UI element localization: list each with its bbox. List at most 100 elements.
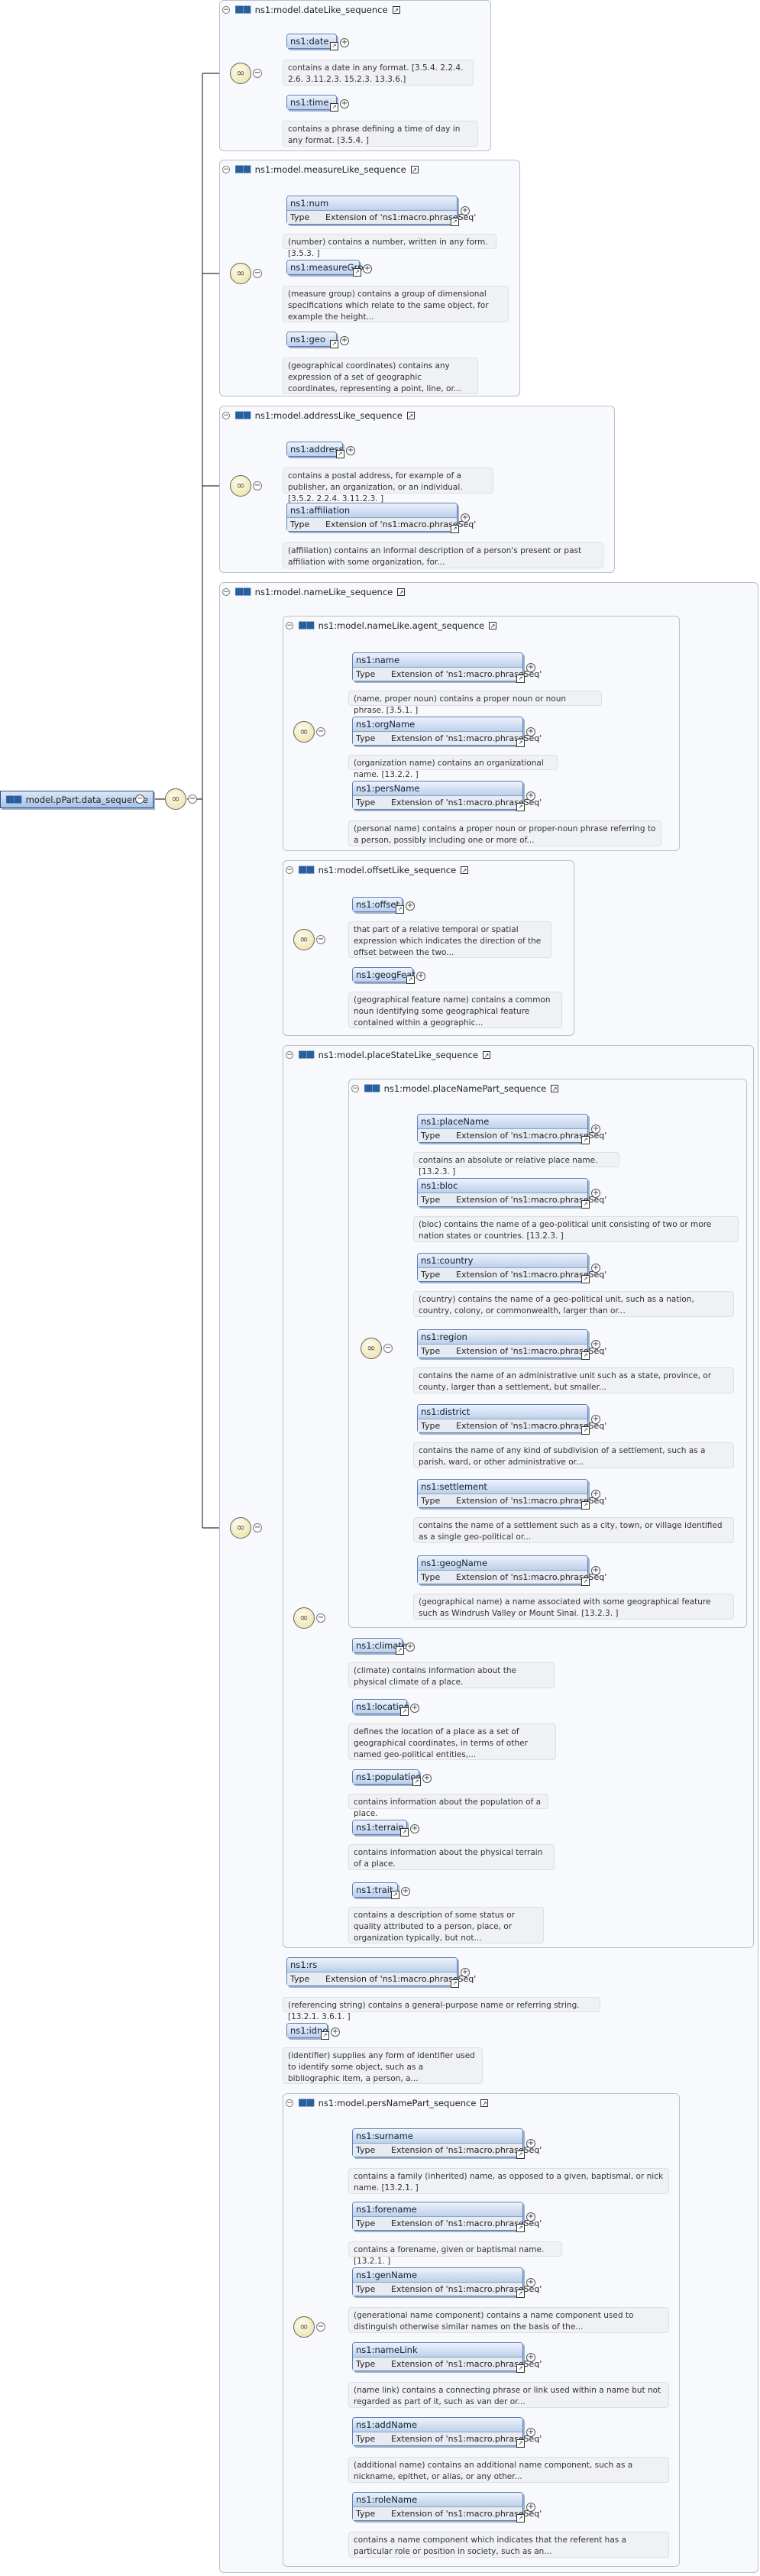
seq-addressLike[interactable]: ∞ (230, 475, 251, 497)
expand-icon[interactable]: + (461, 513, 470, 523)
expand-icon[interactable]: + (461, 206, 470, 215)
expand-icon[interactable]: + (591, 1566, 600, 1575)
link-arrow-icon[interactable]: ↗ (480, 2099, 489, 2107)
expand-icon[interactable]: + (331, 2027, 340, 2037)
seq-persNamePart[interactable]: ∞ (293, 2316, 315, 2338)
link-arrow-icon[interactable]: ↗ (396, 905, 404, 914)
expand-icon[interactable]: + (526, 2353, 535, 2362)
link-arrow-icon[interactable]: ↗ (516, 2150, 525, 2159)
link-arrow-icon[interactable]: ↗ (581, 1501, 590, 1510)
link-arrow-icon[interactable]: ↗ (353, 268, 361, 277)
expand-icon[interactable]: + (591, 1264, 600, 1273)
collapse-icon[interactable]: − (316, 935, 325, 944)
collapse-icon[interactable]: − (222, 411, 230, 419)
expand-icon[interactable]: + (410, 1824, 419, 1833)
expand-icon[interactable]: + (526, 727, 535, 736)
expand-icon[interactable]: + (526, 2503, 535, 2512)
link-arrow-icon[interactable]: ↗ (581, 1136, 590, 1144)
link-arrow-icon[interactable]: ↗ (516, 803, 525, 811)
expand-icon[interactable]: + (461, 1968, 470, 1977)
expand-icon[interactable]: + (340, 38, 349, 47)
link-arrow-icon[interactable]: ↗ (489, 621, 497, 629)
collapse-icon[interactable]: − (222, 165, 230, 173)
element-geogFeat[interactable]: ns1:geogFeat↗ (352, 967, 416, 984)
expand-icon[interactable]: + (591, 1189, 600, 1198)
expand-icon[interactable]: + (416, 972, 425, 981)
element-date[interactable]: ns1:date↗ (286, 34, 338, 50)
link-arrow-icon[interactable]: ↗ (516, 675, 525, 683)
expand-icon[interactable]: + (401, 1887, 410, 1896)
link-arrow-icon[interactable]: ↗ (581, 1351, 590, 1360)
expand-icon[interactable]: + (526, 663, 535, 672)
collapse-icon[interactable]: − (222, 5, 230, 14)
seq-agent[interactable]: ∞ (293, 721, 315, 743)
collapse-icon[interactable]: − (316, 2322, 325, 2332)
link-arrow-icon[interactable]: ↗ (397, 587, 406, 596)
element-measureGrp[interactable]: ns1:measureGrp↗ (286, 260, 364, 277)
seq-dateLike[interactable]: ∞ (230, 63, 251, 84)
collapse-icon[interactable]: − (316, 727, 325, 736)
collapse-icon[interactable]: − (135, 794, 144, 804)
seq-offsetLike[interactable]: ∞ (293, 929, 315, 950)
link-arrow-icon[interactable]: ↗ (461, 866, 469, 874)
link-arrow-icon[interactable]: ↗ (392, 5, 400, 14)
link-arrow-icon[interactable]: ↗ (516, 2439, 525, 2448)
element-population[interactable]: ns1:population↗ (352, 1769, 422, 1786)
expand-icon[interactable]: + (591, 1340, 600, 1349)
expand-icon[interactable]: + (340, 99, 349, 108)
link-arrow-icon[interactable]: ↗ (516, 2224, 525, 2232)
element-geo[interactable]: ns1:geo↗ (286, 332, 338, 348)
element-trait[interactable]: ns1:trait↗ (352, 1882, 399, 1899)
expand-icon[interactable]: + (406, 1642, 415, 1652)
link-arrow-icon[interactable]: ↗ (410, 165, 419, 173)
link-arrow-icon[interactable]: ↗ (330, 42, 338, 50)
collapse-icon[interactable]: − (253, 269, 262, 278)
link-arrow-icon[interactable]: ↗ (551, 1084, 559, 1092)
link-arrow-icon[interactable]: ↗ (330, 103, 338, 112)
seq-placeNamePart[interactable]: ∞ (361, 1338, 382, 1359)
element-time[interactable]: ns1:time↗ (286, 95, 338, 112)
link-arrow-icon[interactable]: ↗ (451, 1979, 459, 1988)
link-arrow-icon[interactable]: ↗ (412, 1778, 421, 1786)
link-arrow-icon[interactable]: ↗ (581, 1200, 590, 1209)
collapse-icon[interactable]: − (286, 2099, 293, 2107)
link-arrow-icon[interactable]: ↗ (516, 2514, 525, 2523)
expand-icon[interactable]: + (526, 2139, 535, 2148)
link-arrow-icon[interactable]: ↗ (581, 1578, 590, 1586)
expand-icon[interactable]: + (526, 791, 535, 801)
seq-placeStateLike[interactable]: ∞ (293, 1607, 315, 1629)
expand-icon[interactable]: + (526, 2278, 535, 2287)
expand-icon[interactable]: + (591, 1415, 600, 1424)
link-arrow-icon[interactable]: ↗ (336, 450, 344, 458)
expand-icon[interactable]: + (526, 2212, 535, 2222)
collapse-icon[interactable]: − (253, 1523, 262, 1532)
expand-icon[interactable]: + (410, 1704, 419, 1713)
link-arrow-icon[interactable]: ↗ (406, 411, 415, 419)
link-arrow-icon[interactable]: ↗ (396, 1646, 404, 1655)
link-arrow-icon[interactable]: ↗ (400, 1828, 409, 1837)
link-arrow-icon[interactable]: ↗ (400, 1707, 409, 1716)
expand-icon[interactable]: + (591, 1125, 600, 1134)
link-arrow-icon[interactable]: ↗ (391, 1891, 399, 1899)
link-arrow-icon[interactable]: ↗ (483, 1050, 490, 1059)
expand-icon[interactable]: + (422, 1774, 432, 1783)
element-address[interactable]: ns1:address↗ (286, 442, 344, 458)
link-arrow-icon[interactable]: ↗ (451, 218, 459, 226)
expand-icon[interactable]: + (526, 2428, 535, 2437)
link-arrow-icon[interactable]: ↗ (516, 2364, 525, 2373)
collapse-icon[interactable]: − (286, 1050, 293, 1059)
link-arrow-icon[interactable]: ↗ (581, 1275, 590, 1283)
